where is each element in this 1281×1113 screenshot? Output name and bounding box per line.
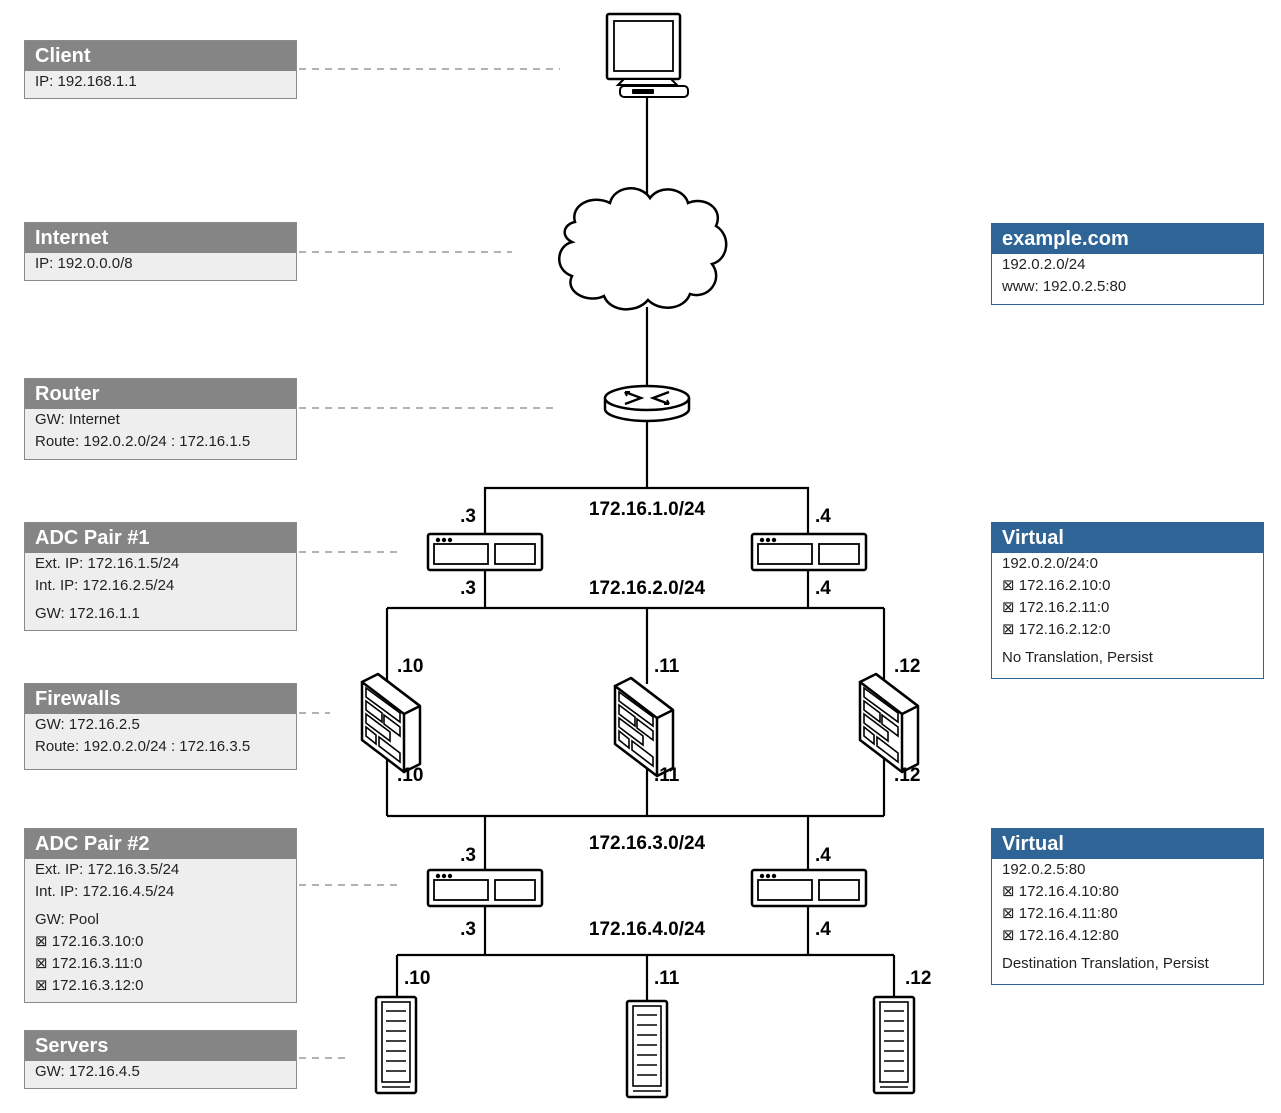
adc-pair-1-title: ADC Pair #1 — [25, 523, 296, 553]
network-label-172-16-3-0: 172.16.3.0/24 — [589, 833, 706, 854]
virtual-2-member: ⊠ 172.16.4.11:80 — [1002, 905, 1118, 922]
internet-cloud-icon — [558, 187, 728, 311]
adc-pair-2-title: ADC Pair #2 — [25, 829, 296, 859]
adc-pair-1-gw: GW: 172.16.1.1 — [35, 605, 140, 622]
port-label: .3 — [460, 506, 476, 527]
port-label: .3 — [460, 845, 476, 866]
adc-pair-1-info-box: ADC Pair #1 Ext. IP: 172.16.1.5/24 Int. … — [24, 522, 297, 631]
port-label: .10 — [404, 968, 430, 989]
adc-2-left-device-icon — [426, 868, 544, 908]
port-label: .4 — [815, 578, 831, 599]
adc-pair-2-pool-member: ⊠ 172.16.3.10:0 — [35, 933, 144, 950]
virtual-1-translation: No Translation, Persist — [1002, 649, 1153, 666]
example-com-title: example.com — [992, 224, 1263, 254]
network-label-172-16-4-0: 172.16.4.0/24 — [589, 919, 706, 940]
virtual-2-translation: Destination Translation, Persist — [1002, 955, 1209, 972]
port-label: .3 — [460, 578, 476, 599]
port-label: .4 — [815, 506, 831, 527]
internet-info-box: Internet IP: 192.0.0.0/8 — [24, 222, 297, 281]
server-middle-icon — [625, 999, 669, 1099]
network-label-172-16-1-0: 172.16.1.0/24 — [589, 499, 706, 520]
router-info-box: Router GW: Internet Route: 192.0.2.0/24 … — [24, 378, 297, 460]
firewalls-route: Route: 192.0.2.0/24 : 172.16.3.5 — [35, 738, 251, 755]
port-label: .12 — [894, 656, 920, 677]
internet-title: Internet — [25, 223, 296, 253]
client-title: Client — [25, 41, 296, 71]
example-com-info-box: example.com 192.0.2.0/24 www: 192.0.2.5:… — [991, 223, 1264, 305]
adc-pair-1-int-ip: Int. IP: 172.16.2.5/24 — [35, 577, 175, 594]
virtual-1-member: ⊠ 172.16.2.11:0 — [1002, 599, 1110, 616]
client-computer-icon — [605, 12, 689, 98]
virtual-1-member: ⊠ 172.16.2.10:0 — [1002, 577, 1111, 594]
virtual-1-info-box: Virtual 192.0.2.0/24:0 ⊠ 172.16.2.10:0 ⊠… — [991, 522, 1264, 679]
firewalls-gw: GW: 172.16.2.5 — [35, 716, 140, 733]
adc-1-left-device-icon — [426, 532, 544, 572]
internet-ip: IP: 192.0.0.0/8 — [35, 255, 133, 272]
example-com-network: 192.0.2.0/24 — [1002, 256, 1086, 273]
example-com-www: www: 192.0.2.5:80 — [1002, 278, 1127, 295]
server-left-icon — [374, 995, 418, 1095]
port-label: .3 — [460, 919, 476, 940]
network-label-172-16-2-0: 172.16.2.0/24 — [589, 578, 706, 599]
adc-pair-2-pool-member: ⊠ 172.16.3.11:0 — [35, 955, 143, 972]
adc-pair-2-pool-member: ⊠ 172.16.3.12:0 — [35, 977, 144, 994]
virtual-1-member: ⊠ 172.16.2.12:0 — [1002, 621, 1111, 638]
virtual-1-title: Virtual — [992, 523, 1263, 553]
port-label: .4 — [815, 919, 831, 940]
router-title: Router — [25, 379, 296, 409]
virtual-1-address: 192.0.2.0/24:0 — [1002, 555, 1098, 572]
servers-info-box: Servers GW: 172.16.4.5 — [24, 1030, 297, 1089]
virtual-2-member: ⊠ 172.16.4.12:80 — [1002, 927, 1119, 944]
virtual-2-info-box: Virtual 192.0.2.5:80 ⊠ 172.16.4.10:80 ⊠ … — [991, 828, 1264, 985]
virtual-2-address: 192.0.2.5:80 — [1002, 861, 1086, 878]
port-label: .11 — [654, 968, 680, 989]
adc-pair-2-info-box: ADC Pair #2 Ext. IP: 172.16.3.5/24 Int. … — [24, 828, 297, 1003]
adc-pair-1-ext-ip: Ext. IP: 172.16.1.5/24 — [35, 555, 180, 572]
firewall-right-icon — [858, 672, 920, 774]
servers-title: Servers — [25, 1031, 296, 1061]
server-right-icon — [872, 995, 916, 1095]
firewalls-title: Firewalls — [25, 684, 296, 714]
port-label: .10 — [397, 765, 423, 786]
router-route: Route: 192.0.2.0/24 : 172.16.1.5 — [35, 433, 251, 450]
virtual-2-title: Virtual — [992, 829, 1263, 859]
router-gw: GW: Internet — [35, 411, 120, 428]
network-links — [385, 96, 896, 1001]
client-ip: IP: 192.168.1.1 — [35, 73, 137, 90]
firewall-middle-icon — [613, 676, 675, 778]
adc-1-right-device-icon — [750, 532, 868, 572]
port-label: .12 — [905, 968, 931, 989]
firewall-left-icon — [360, 672, 422, 774]
virtual-2-member: ⊠ 172.16.4.10:80 — [1002, 883, 1119, 900]
firewalls-info-box: Firewalls GW: 172.16.2.5 Route: 192.0.2.… — [24, 683, 297, 770]
leader-lines — [299, 68, 560, 1059]
port-label: .11 — [654, 656, 680, 677]
servers-gw: GW: 172.16.4.5 — [35, 1063, 140, 1080]
adc-pair-2-int-ip: Int. IP: 172.16.4.5/24 — [35, 883, 175, 900]
port-label: .11 — [654, 765, 680, 786]
router-icon — [603, 384, 691, 423]
port-label: .12 — [894, 765, 920, 786]
adc-pair-2-gw: GW: Pool — [35, 911, 99, 928]
adc-2-right-device-icon — [750, 868, 868, 908]
client-info-box: Client IP: 192.168.1.1 — [24, 40, 297, 99]
adc-pair-2-ext-ip: Ext. IP: 172.16.3.5/24 — [35, 861, 180, 878]
port-label: .4 — [815, 845, 831, 866]
port-label: .10 — [397, 656, 423, 677]
